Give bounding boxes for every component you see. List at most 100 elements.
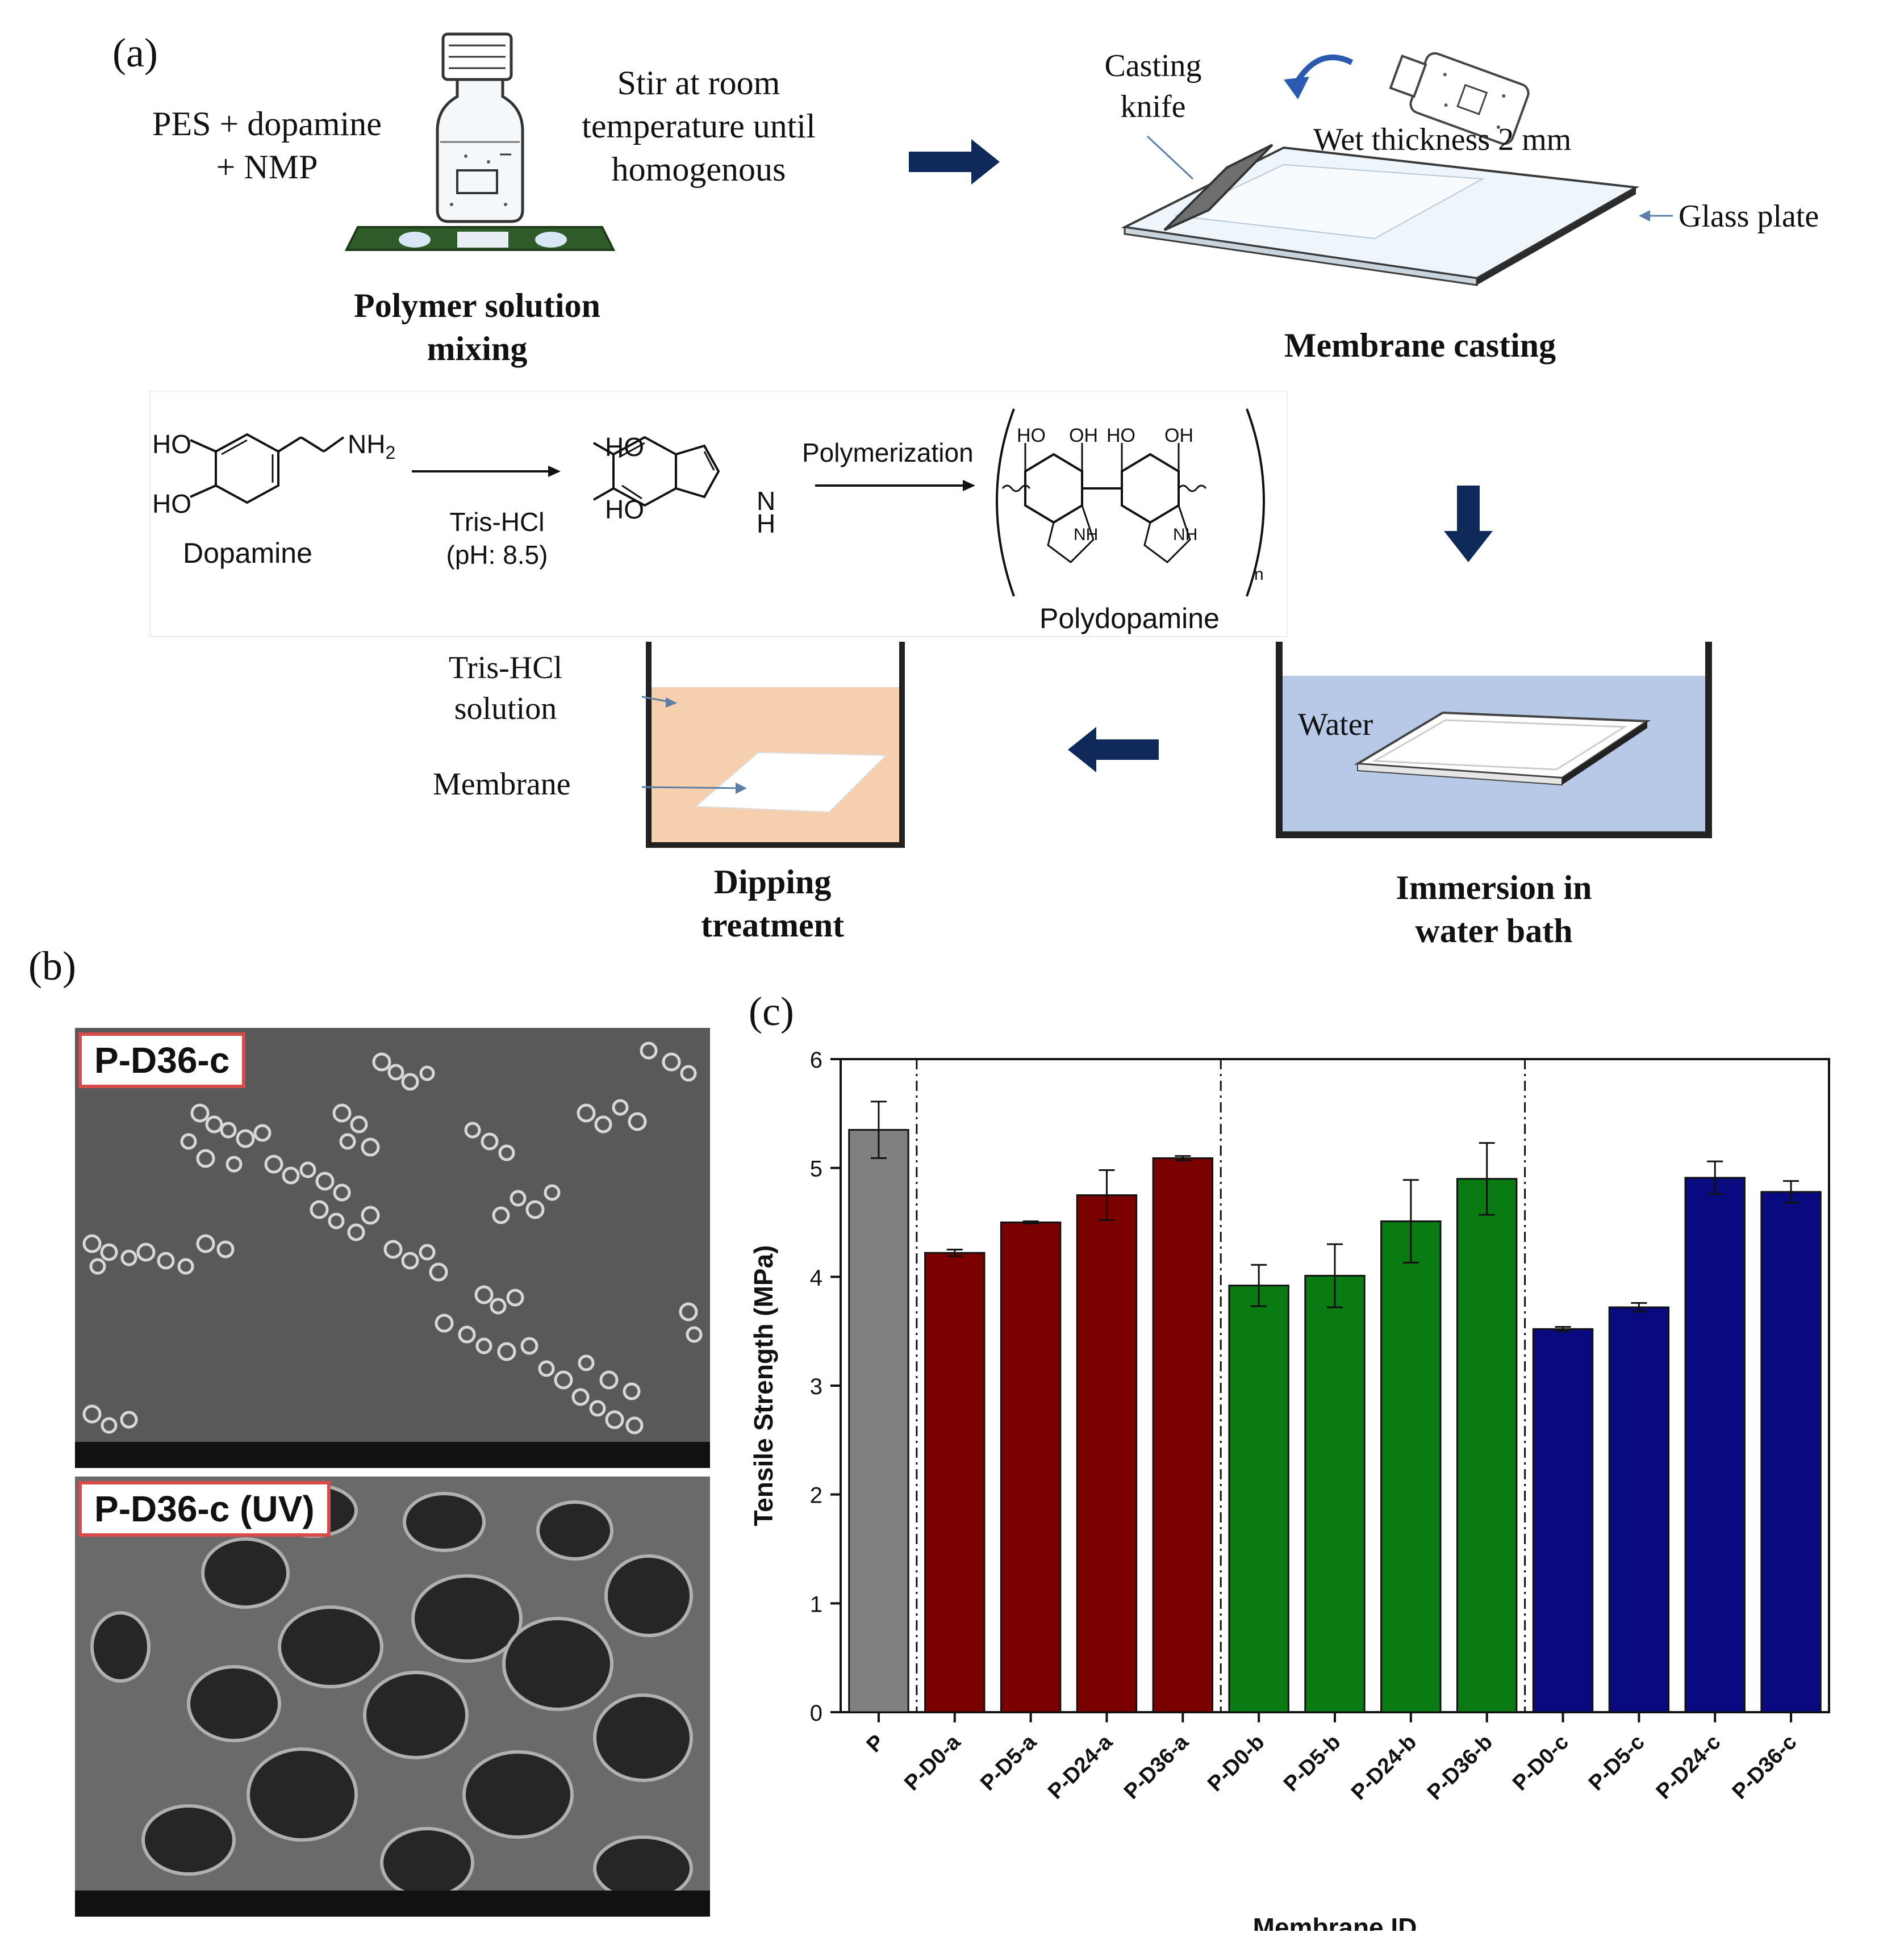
chemistry-scheme bbox=[151, 392, 1287, 636]
tris-solution-label: Tris-HCl solution bbox=[432, 647, 579, 729]
x-tick-label: P bbox=[862, 1730, 890, 1758]
x-tick-label: P-D0-c bbox=[1508, 1730, 1573, 1796]
bar-P-D5-c bbox=[1608, 1306, 1670, 1713]
y-tick-label: 0 bbox=[810, 1701, 822, 1726]
y-tick-label: 1 bbox=[810, 1592, 822, 1617]
mixing-title: Polymer solution mixing bbox=[318, 284, 636, 370]
pda-nh-1: NH bbox=[1074, 525, 1099, 544]
x-tick-label: P-D36-a bbox=[1120, 1730, 1193, 1804]
mixing-ingredients: PES + dopamine + NMP bbox=[119, 102, 415, 189]
pda-ho-2: HO bbox=[1107, 425, 1135, 446]
ingredients-line2: + NMP bbox=[216, 148, 318, 186]
water-label: Water bbox=[1298, 707, 1373, 742]
sem-info-bar bbox=[75, 1891, 710, 1917]
x-tick-label: P-D24-a bbox=[1043, 1730, 1117, 1804]
arrow-down-icon bbox=[1444, 486, 1493, 562]
sem-particles bbox=[82, 1042, 703, 1434]
stir-line2: temperature until bbox=[582, 107, 816, 145]
bar-P-D0-c bbox=[1532, 1328, 1594, 1713]
immersion-title-line2: water bath bbox=[1415, 912, 1573, 950]
bar-P-D0-a bbox=[924, 1252, 986, 1713]
pda-oh-2: OH bbox=[1164, 425, 1193, 446]
bar-P-D0-b bbox=[1228, 1285, 1289, 1713]
arrow-left-icon bbox=[1068, 727, 1159, 772]
x-tick-label: P-D5-c bbox=[1584, 1730, 1650, 1796]
panel-c-label: (c) bbox=[749, 989, 794, 1034]
bar-P-D5-a bbox=[1000, 1222, 1062, 1713]
y-tick-label: 5 bbox=[810, 1157, 822, 1182]
x-tick-label: P-D0-b bbox=[1203, 1730, 1269, 1796]
x-tick-label: P-D24-b bbox=[1347, 1730, 1421, 1805]
y-tick-label: 3 bbox=[810, 1374, 822, 1399]
bar-P-D5-b bbox=[1304, 1274, 1366, 1713]
x-tick-label: P-D0-a bbox=[900, 1730, 965, 1795]
water-bath-illustration bbox=[1276, 642, 1712, 838]
immersion-title-line1: Immersion in bbox=[1396, 869, 1592, 906]
x-tick-label: P-D24-c bbox=[1652, 1730, 1726, 1804]
bar-P bbox=[848, 1129, 909, 1713]
nh2-text: NH bbox=[348, 429, 386, 459]
x-tick-label: P-D36-b bbox=[1423, 1730, 1497, 1805]
pda-nh-2: NH bbox=[1173, 525, 1198, 544]
bar-series bbox=[848, 1101, 1822, 1713]
stir-instructions: Stir at room temperature until homogenou… bbox=[568, 61, 829, 191]
group-dividers bbox=[916, 1059, 1526, 1712]
stirrer-bottle-illustration bbox=[344, 32, 616, 251]
reagent-line1: Tris-HCl bbox=[449, 507, 545, 537]
sem-image-surface bbox=[75, 1028, 710, 1468]
bar-P-D24-b bbox=[1380, 1220, 1442, 1713]
casting-title: Membrane casting bbox=[1284, 327, 1556, 364]
dopamine-label: Dopamine bbox=[183, 537, 312, 569]
y-tick-label: 6 bbox=[810, 1048, 822, 1073]
pda-oh-1: OH bbox=[1069, 425, 1098, 446]
x-tick-label: P-D36-c bbox=[1728, 1730, 1802, 1804]
mixing-title-line2: mixing bbox=[427, 330, 528, 367]
chemistry-structures bbox=[190, 408, 1265, 597]
sem-image-uv bbox=[75, 1477, 710, 1917]
y-tick-label: 4 bbox=[810, 1265, 822, 1290]
dipping-title-line1: Dipping bbox=[713, 863, 832, 901]
tris-solution-line1: Tris-HCl bbox=[448, 650, 563, 685]
casting-knife-line2: knife bbox=[1120, 89, 1186, 124]
indole-h: H bbox=[757, 509, 776, 538]
polydopamine-label: Polydopamine bbox=[1039, 603, 1220, 634]
dipping-title: Dipping treatment bbox=[653, 860, 892, 947]
panel-b-label: (b) bbox=[28, 943, 76, 989]
polymerization-label: Polymerization bbox=[802, 438, 974, 467]
nh2-subscript: 2 bbox=[385, 442, 396, 463]
sem-info-bar bbox=[75, 1442, 710, 1468]
bar-P-D24-c bbox=[1684, 1177, 1746, 1713]
tris-reagent: Tris-HCl (pH: 8.5) bbox=[420, 505, 574, 571]
indole-n: N bbox=[757, 486, 776, 516]
dipping-beaker-illustration bbox=[642, 642, 905, 848]
dopamine-ho-top: HO bbox=[152, 429, 191, 459]
arrow-right-icon bbox=[909, 139, 1000, 185]
mixing-title-line1: Polymer solution bbox=[354, 287, 600, 324]
dopamine-amine: NH2 bbox=[348, 429, 395, 463]
pda-repeat-n: n bbox=[1254, 565, 1264, 584]
panel-a-label: (a) bbox=[112, 30, 158, 76]
bar-P-D36-a bbox=[1152, 1157, 1214, 1713]
casting-knife-line1: Casting bbox=[1104, 48, 1202, 83]
indole-nh: N H bbox=[757, 486, 776, 538]
x-tick-label: P-D5-b bbox=[1279, 1730, 1345, 1796]
x-axis-label: Membrane ID bbox=[1253, 1913, 1417, 1931]
pda-ho-1: HO bbox=[1017, 425, 1046, 446]
ingredients-line1: PES + dopamine bbox=[152, 105, 382, 143]
stir-line1: Stir at room bbox=[617, 64, 780, 102]
dopamine-ho-bottom: HO bbox=[152, 489, 191, 518]
sem-label-surface: P-D36-c bbox=[78, 1032, 246, 1088]
tris-solution-line2: solution bbox=[454, 691, 557, 726]
indole-ho-bottom: HO bbox=[605, 495, 644, 524]
casting-illustration bbox=[1121, 52, 1673, 286]
membrane-label: Membrane bbox=[433, 767, 571, 802]
stir-line3: homogenous bbox=[611, 150, 786, 188]
reagent-line2: (pH: 8.5) bbox=[446, 540, 548, 570]
immersion-title: Immersion in water bath bbox=[1323, 866, 1664, 952]
x-tick-label: P-D5-a bbox=[976, 1730, 1041, 1795]
wet-thickness-label: Wet thickness 2 mm bbox=[1313, 122, 1572, 157]
dipping-title-line2: treatment bbox=[700, 906, 845, 944]
